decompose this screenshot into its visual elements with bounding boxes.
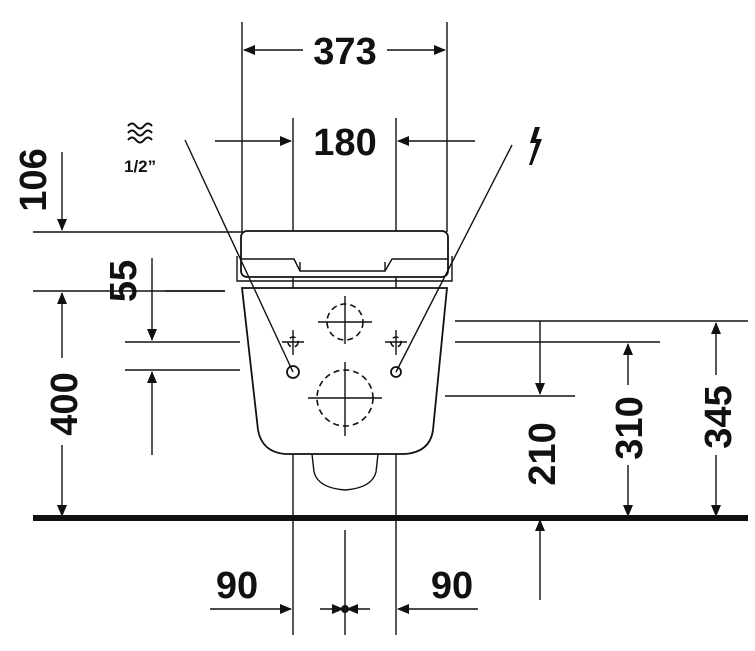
lightning-bolt-icon (529, 127, 542, 165)
dimension-310-label: 310 (609, 396, 651, 459)
dimension-90-right-label: 90 (431, 565, 473, 607)
dimension-106: 106 (13, 148, 67, 231)
water-size-label: 1/2” (124, 157, 156, 176)
dimension-55-label: 55 (103, 260, 145, 302)
dimension-55: 55 (103, 258, 157, 455)
dimension-345: 345 (698, 322, 740, 517)
water-connection: 1/2” (124, 122, 156, 176)
dimension-180-label: 180 (313, 122, 376, 164)
water-wave-icon (127, 122, 153, 144)
dimension-180: 180 (215, 122, 475, 164)
hidden-connections (282, 296, 407, 436)
electric-leader-line (395, 144, 513, 373)
toilet-trap (311, 453, 379, 491)
dimension-373-label: 373 (313, 31, 376, 73)
dimension-90-right: 90 (341, 565, 478, 614)
dimension-90-left: 90 (210, 565, 344, 614)
dimension-345-label: 345 (698, 385, 740, 448)
dimension-210-label: 210 (522, 422, 564, 485)
toilet-seat (236, 230, 453, 282)
dimension-106-label: 106 (13, 148, 55, 211)
water-leader-line (184, 139, 294, 373)
dimension-400: 400 (44, 292, 86, 517)
dimension-400-label: 400 (44, 372, 86, 435)
dimension-210: 210 (522, 321, 564, 600)
dimension-310: 310 (609, 343, 651, 517)
dimension-90-left-label: 90 (216, 565, 258, 607)
dimension-373: 373 (243, 31, 446, 73)
